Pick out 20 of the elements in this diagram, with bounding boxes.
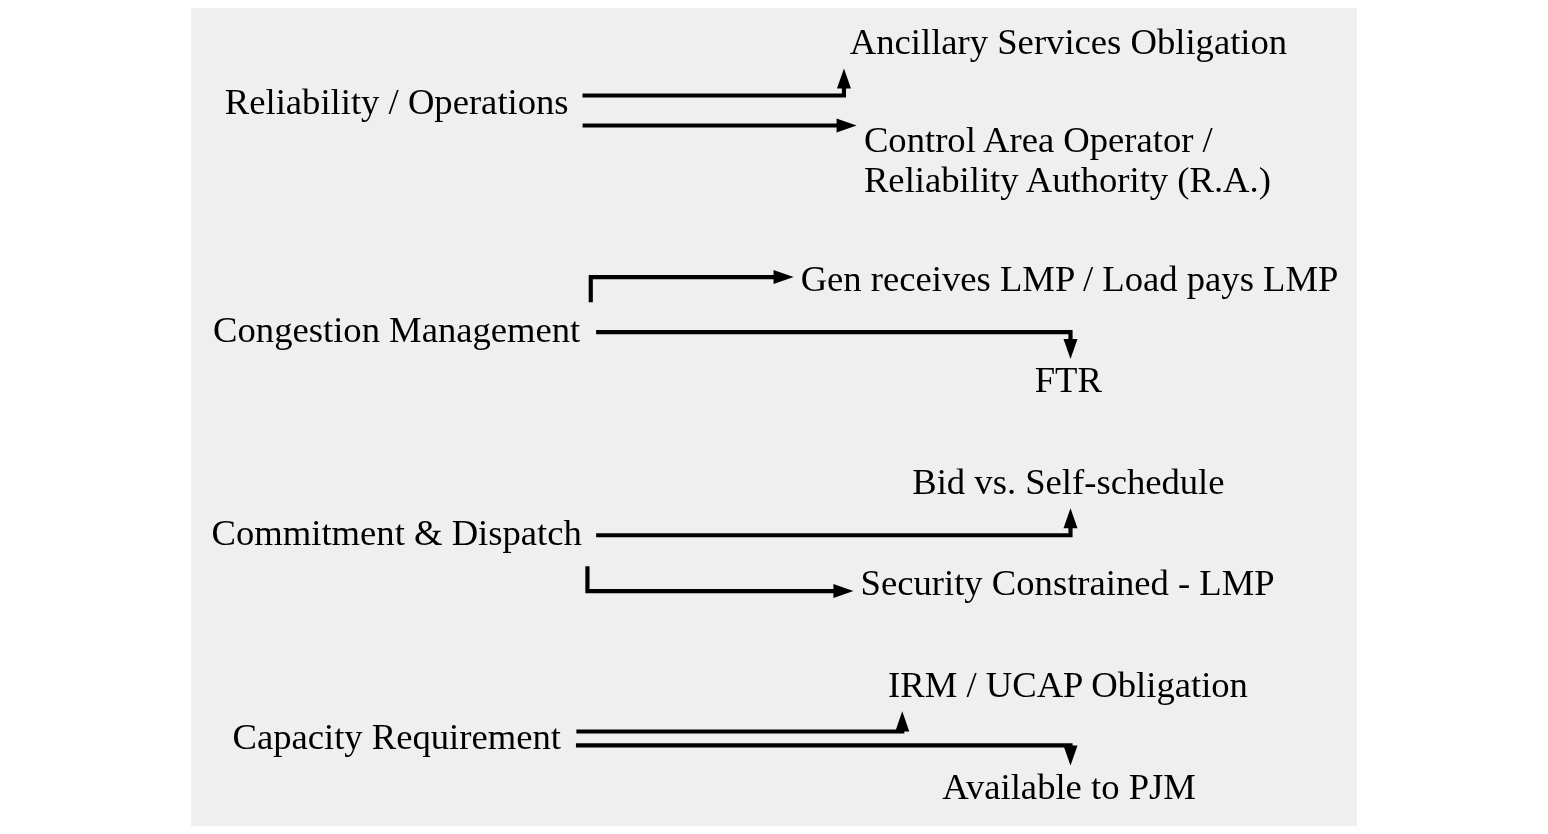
node-text: Control Area Operator / Reliability Authority (R.A.) [863, 119, 1271, 201]
arrow [588, 270, 794, 303]
node-text: FTR [1034, 359, 1102, 401]
arrow [575, 743, 1078, 766]
node-text: Congestion Management [213, 309, 581, 351]
node-text: Capacity Requirement [232, 715, 561, 757]
node-text: Commitment & Dispatch [211, 512, 582, 554]
arrow [585, 566, 854, 599]
node-text: Reliability / Operations [224, 81, 569, 123]
arrow [596, 329, 1078, 359]
node-text: Security Constrained - LMP [860, 562, 1275, 604]
node-text: IRM / UCAP Obligation [888, 664, 1248, 706]
arrow [582, 68, 851, 98]
arrow [582, 118, 857, 133]
node-text: Bid vs. Self-schedule [912, 460, 1225, 502]
arrow [576, 711, 910, 734]
node-text: Available to PJM [942, 765, 1196, 807]
node-text: Ancillary Services Obligation [849, 21, 1288, 63]
arrow [596, 508, 1078, 538]
node-text: Gen receives LMP / Load pays LMP [800, 257, 1339, 299]
